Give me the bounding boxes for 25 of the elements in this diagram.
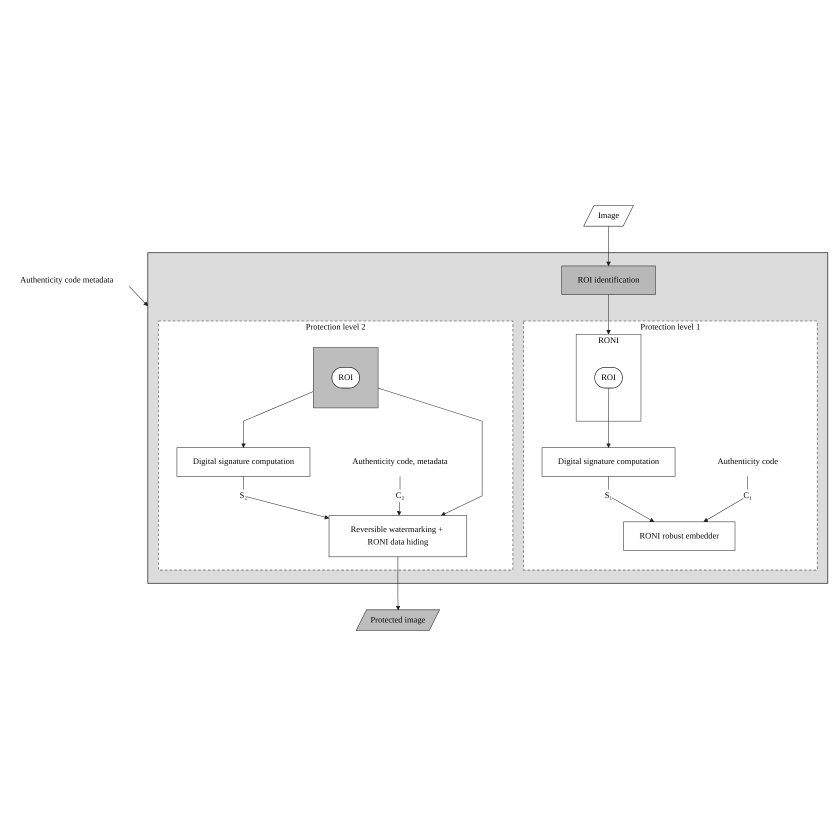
arrow — [378, 388, 482, 516]
edge-label: C₂ — [396, 491, 404, 500]
arrow — [128, 286, 148, 306]
arrow — [606, 226, 611, 266]
edge-label: C₁ — [743, 491, 752, 500]
node-box: Digital signature computation — [542, 447, 676, 477]
node-box: ROI identification — [561, 266, 656, 295]
node-text: Authenticity code, metadata — [352, 457, 448, 466]
node-box: Reversible watermarking + RONI data hiding — [328, 515, 468, 558]
arrow — [241, 391, 314, 448]
node-box: Digital signature computation — [176, 447, 310, 477]
edge-label: S₁ — [604, 491, 612, 500]
node-text: Authenticity code metadata — [20, 275, 114, 284]
edge-label: S₂ — [240, 491, 248, 500]
cluster — [313, 347, 378, 408]
arrow — [606, 388, 611, 448]
arrow — [608, 476, 654, 522]
arrow — [703, 476, 748, 522]
node-box: RONI robust embedder — [623, 522, 736, 551]
arrow — [243, 476, 330, 520]
arrow — [396, 476, 402, 516]
arrow — [396, 556, 400, 610]
node-text: Authenticity code — [717, 457, 778, 466]
arrow — [606, 294, 611, 334]
cluster — [147, 252, 828, 584]
